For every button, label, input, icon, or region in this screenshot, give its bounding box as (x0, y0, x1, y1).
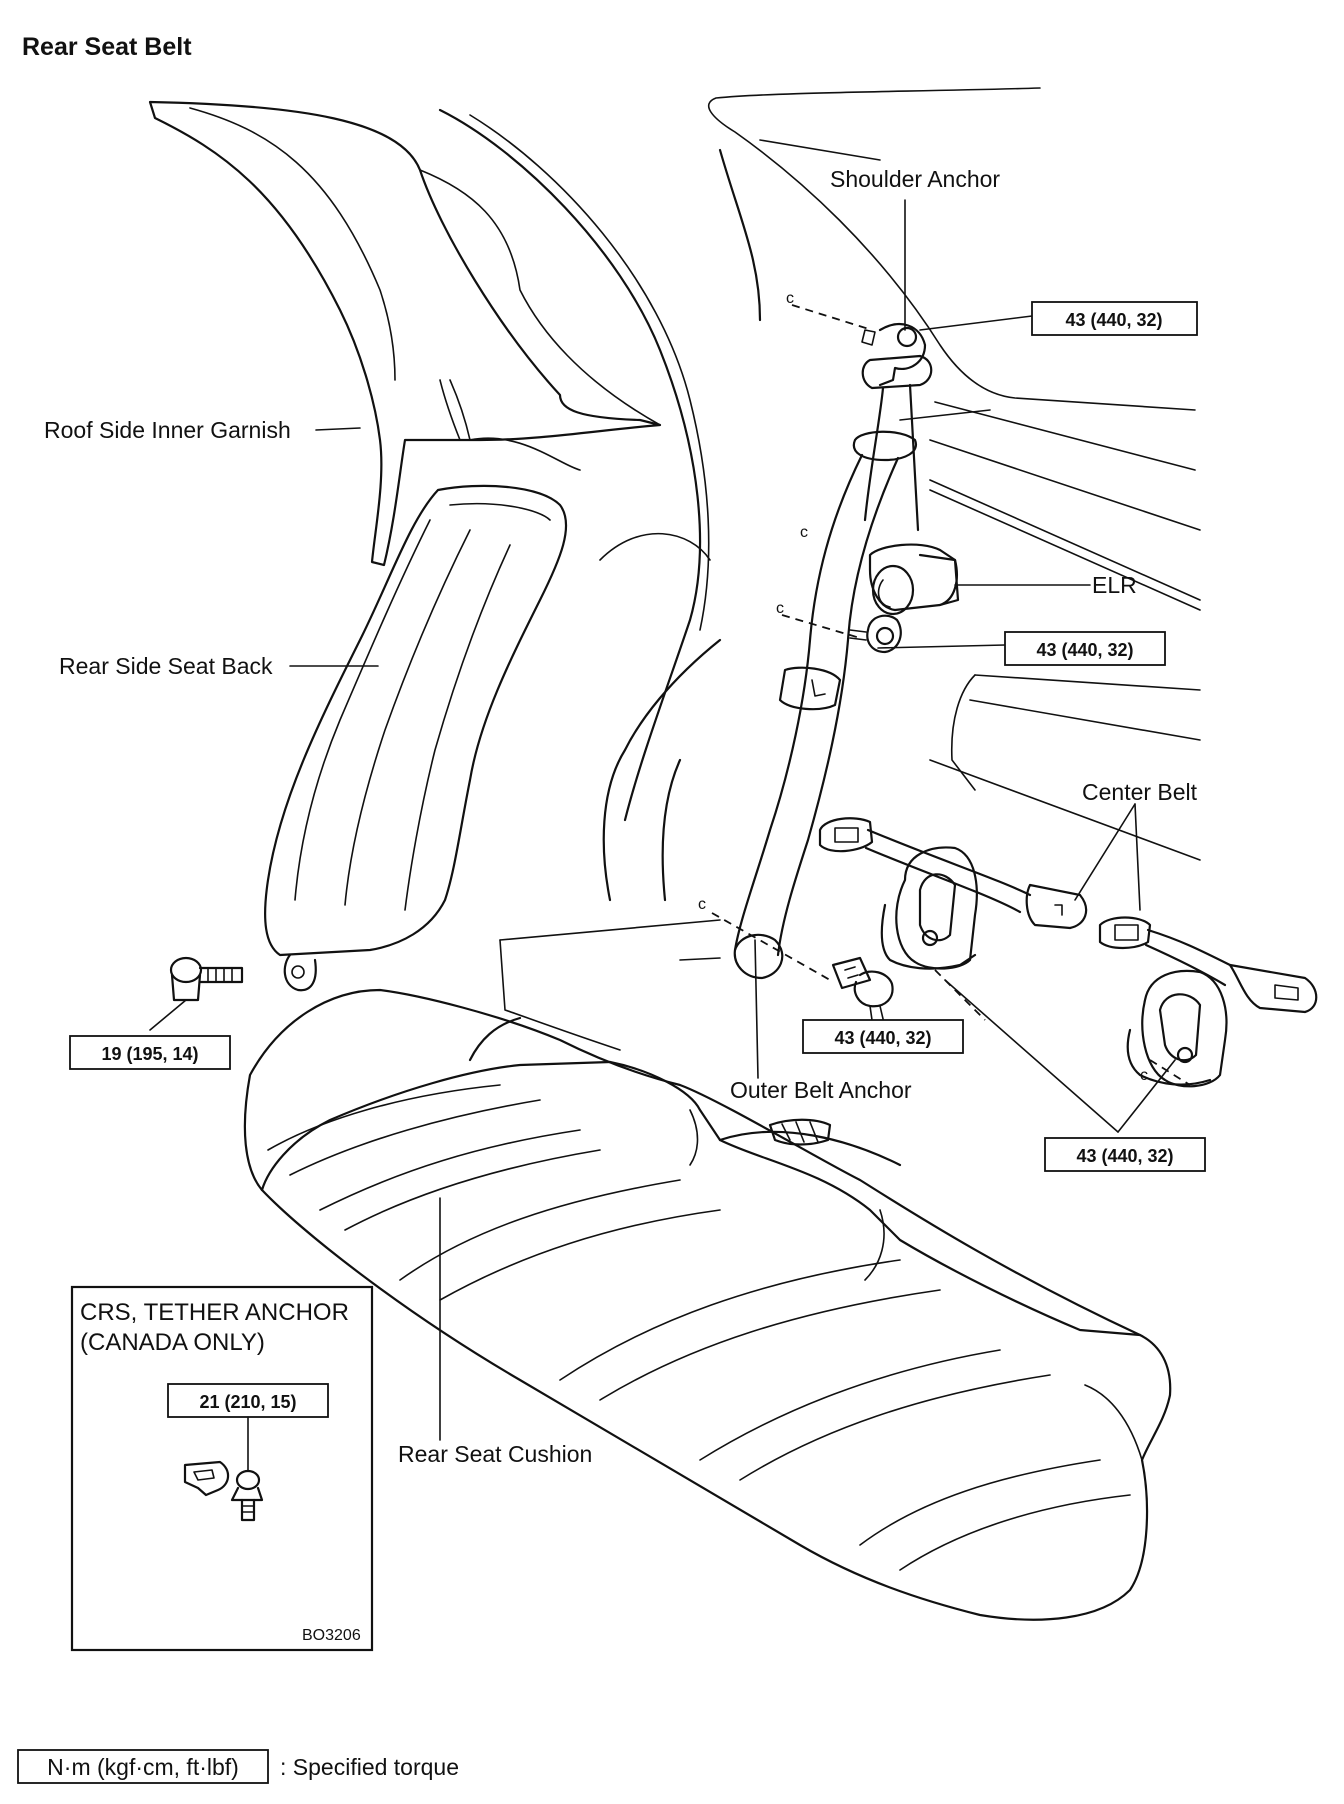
clip-mark-3: c (776, 600, 784, 617)
svg-text:43 (440, 32): 43 (440, 32) (1036, 640, 1133, 660)
outer-anchor-clip-leader (711, 912, 831, 981)
label-shoulder-anchor: Shoulder Anchor (830, 166, 1000, 192)
clip-mark-2: c (800, 524, 808, 541)
inset-title-line2: (CANADA ONLY) (80, 1329, 265, 1356)
clip-mark-5: c (1140, 1067, 1148, 1084)
svg-text:19 (195, 14): 19 (195, 14) (101, 1044, 198, 1064)
torque-box-shoulder: 43 (440, 32) (1031, 301, 1198, 336)
crs-tether-anchor-inset: CRS, TETHER ANCHOR (CANADA ONLY) 21 (210… (70, 1285, 374, 1652)
inset-title-line1: CRS, TETHER ANCHOR (80, 1299, 349, 1326)
svg-text:43 (440, 32): 43 (440, 32) (1065, 310, 1162, 330)
clip-mark-1: c (786, 290, 794, 307)
label-roof-side-inner-garnish: Roof Side Inner Garnish (44, 417, 291, 443)
inset-code: BO3206 (302, 1627, 361, 1644)
label-center-belt: Center Belt (1082, 779, 1198, 805)
diagram-title: Rear Seat Belt (22, 33, 192, 61)
legend-description: : Specified torque (280, 1754, 459, 1780)
svg-text:43 (440, 32): 43 (440, 32) (1076, 1146, 1173, 1166)
torque-box-elr: 43 (440, 32) (1004, 631, 1166, 666)
legend-unit-box: N·m (kgf·cm, ft·lbf) (47, 1754, 239, 1780)
center-belt-clip-leader (934, 969, 986, 1021)
pillar-outline-drawing (438, 108, 762, 1051)
label-rear-seat-cushion: Rear Seat Cushion (398, 1441, 592, 1467)
body-panel-drawing (708, 87, 1201, 861)
svg-text:43 (440, 32): 43 (440, 32) (834, 1028, 931, 1048)
torque-box-seat-back: 19 (195, 14) (69, 1035, 231, 1070)
rear-side-seat-back-drawing (264, 484, 568, 992)
torque-box-center-belt: 43 (440, 32) (1044, 1137, 1206, 1172)
seat-back-bolt-drawing (149, 956, 244, 1031)
leader-lines (247, 199, 1176, 1476)
label-outer-belt-anchor: Outer Belt Anchor (730, 1077, 912, 1103)
torque-box-outer-anchor: 43 (440, 32) (802, 1019, 964, 1054)
rear-seat-cushion-drawing (243, 988, 1172, 1621)
clip-mark-4: c (698, 896, 706, 913)
torque-box-tether: 21 (210, 15) (199, 1392, 296, 1412)
label-elr: ELR (1092, 572, 1137, 598)
shoulder-clip-leader (791, 304, 873, 331)
center-belt-drawing (818, 817, 1318, 1088)
center-belt-clip-leader-2 (1149, 1059, 1191, 1086)
shoulder-belt-assembly-drawing (733, 323, 960, 980)
label-rear-side-seat-back: Rear Side Seat Back (59, 653, 273, 679)
roof-side-inner-garnish-drawing (148, 100, 662, 567)
torque-legend: N·m (kgf·cm, ft·lbf) : Specified torque (17, 1749, 459, 1784)
